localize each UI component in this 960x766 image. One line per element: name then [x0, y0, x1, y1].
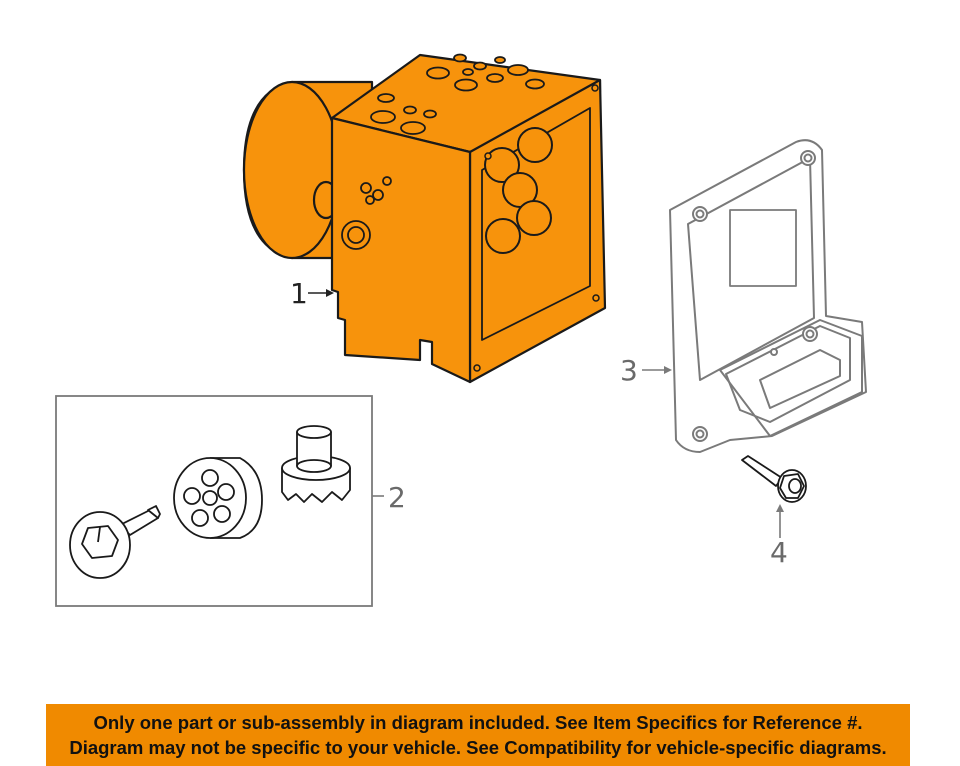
abs-modulator-assembly [242, 53, 607, 384]
svg-text:4: 4 [770, 536, 788, 569]
hardware-kit-box [55, 395, 373, 607]
svg-text:2: 2 [388, 481, 406, 514]
callout-4: 4 [770, 504, 788, 569]
abs-front-face [330, 116, 472, 384]
callout-2: 2 [372, 481, 406, 514]
kit-grommet [281, 425, 351, 503]
abs-motor-end [242, 80, 342, 260]
callout-1: 1 [290, 277, 334, 310]
disclaimer-banner: Only one part or sub-assembly in diagram… [46, 704, 910, 766]
parts-diagram: 1 [55, 53, 867, 607]
svg-text:1: 1 [290, 277, 308, 310]
kit-bushing [173, 457, 263, 539]
kit-bolt [69, 505, 161, 579]
svg-text:3: 3 [620, 354, 638, 387]
control-module [669, 139, 867, 453]
disclaimer-line-2: Diagram may not be specific to your vehi… [69, 737, 887, 758]
callout-3: 3 [620, 354, 672, 387]
screw [741, 455, 807, 503]
disclaimer-line-1: Only one part or sub-assembly in diagram… [93, 712, 863, 733]
